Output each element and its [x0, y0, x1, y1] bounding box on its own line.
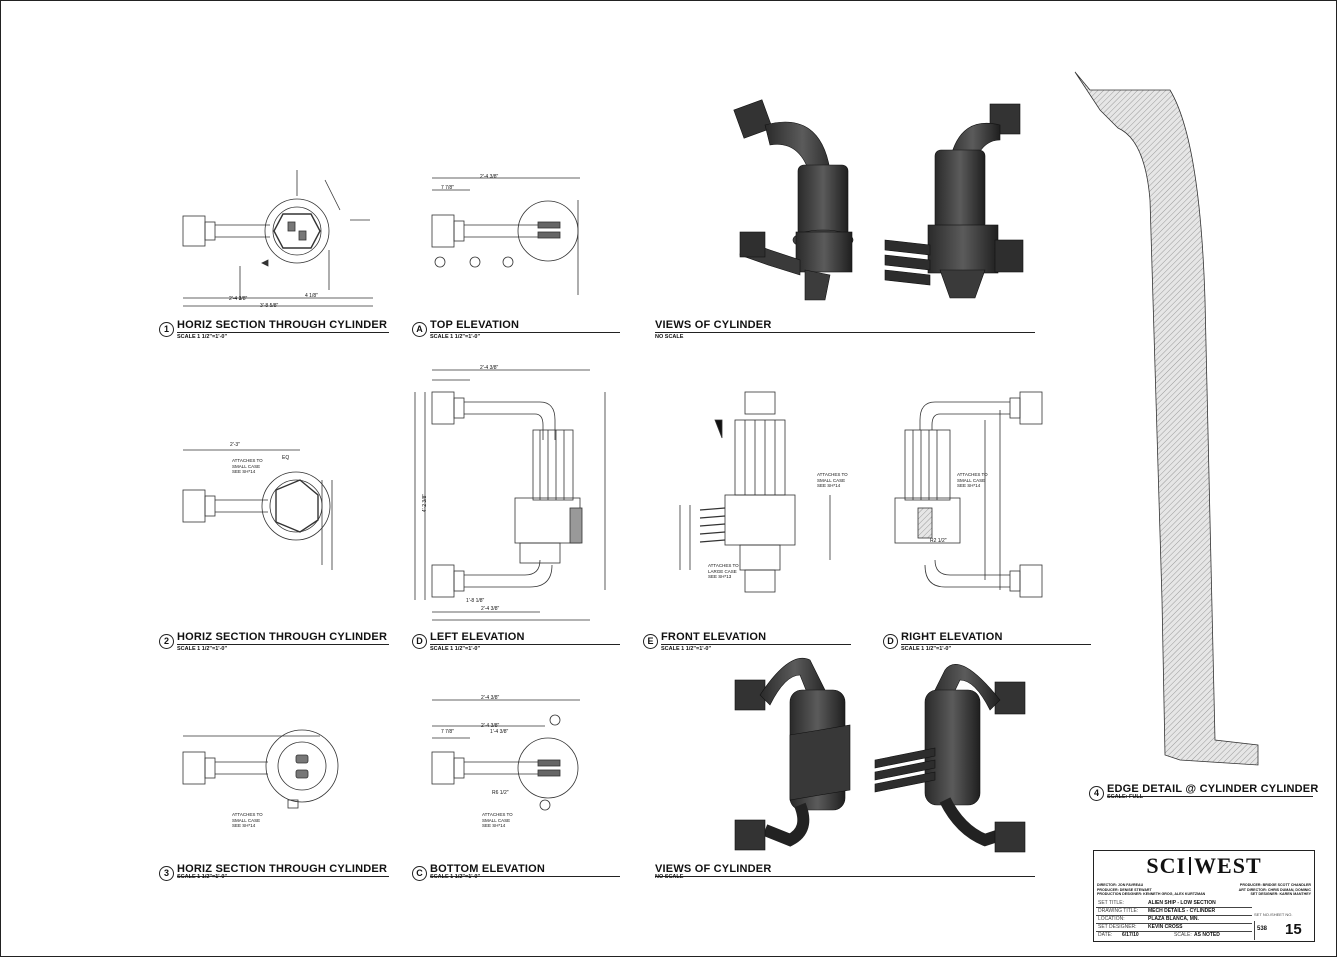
tb-row-drawing-title: DRAWING TITLE:MECH DETAILS - CYLINDER: [1096, 907, 1252, 916]
set-no-label: SET NO./SHEET NO.: [1254, 912, 1293, 917]
detail-title: HORIZ SECTION THROUGH CYLINDER: [177, 631, 388, 643]
detail-number: D: [412, 634, 427, 649]
detail-scale: NO SCALE: [655, 874, 684, 880]
note-attaches-small-case-2: ATTACHES TO SMALL CASE SEE SH*14: [232, 458, 263, 474]
detail-number: 4: [1089, 786, 1104, 801]
detail-title: RIGHT ELEVATION: [901, 631, 1003, 643]
detail-D-right-drawing: [894, 391, 1043, 598]
tb-row-set-designer: SET DESIGNER:KEVIN CROSS: [1096, 923, 1252, 932]
detail-title: HORIZ SECTION THROUGH CYLINDER: [177, 319, 388, 331]
dim-text: 1'-8 1/8": [466, 598, 485, 604]
detail-E-front-drawing: [679, 391, 831, 593]
iso-views-top: [733, 99, 1024, 301]
detail-scale: SCALE 1 1/2"=1'-0": [177, 874, 228, 880]
detail-number: 3: [159, 866, 174, 881]
iso-views-bottom: [734, 657, 1026, 853]
detail-scale: SCALE 1 1/2"=1'-0": [661, 646, 712, 652]
credits-left: DIRECTOR: JON FAVREAU PRODUCER: DENISE S…: [1097, 883, 1206, 897]
tb-row-date: DATE:6/17/10 SCALE:AS NOTED: [1098, 932, 1220, 938]
detail-C-drawing: [431, 699, 580, 811]
detail-title: HORIZ SECTION THROUGH CYLINDER: [177, 863, 388, 875]
detail-title: VIEWS OF CYLINDER: [655, 863, 772, 875]
detail-title: TOP ELEVATION: [430, 319, 520, 331]
set-number: 538: [1257, 926, 1268, 932]
detail-4-drawing: [1074, 71, 1259, 766]
detail-title: EDGE DETAIL @ CYLINDER CYLINDER: [1107, 783, 1319, 795]
note-attaches-small-case-E: ATTACHES TO SMALL CASE SEE SH*14: [817, 472, 848, 488]
detail-scale: SCALE 1 1/2"=1'-0": [177, 334, 228, 340]
dim-text: 2'-4 3/8": [480, 174, 499, 180]
detail-scale: SCALE 1 1/2"=1'-0": [430, 874, 481, 880]
dim-text: 2'-4 3/8": [229, 296, 248, 302]
detail-number: E: [643, 634, 658, 649]
detail-3-drawing: [182, 729, 339, 809]
detail-number: A: [412, 322, 427, 337]
detail-scale: SCALE 1 1/2"=1'-0": [430, 646, 481, 652]
detail-number: 2: [159, 634, 174, 649]
tb-row-set-title: SET TITLE:ALIEN SHIP - LOW SECTION: [1096, 899, 1252, 908]
dim-text: 4'-2 3/8": [422, 493, 429, 513]
credits-right: PRODUCER: BRIDGE SCOTT CHANDLER ART DIRE…: [1238, 883, 1311, 897]
detail-title: BOTTOM ELEVATION: [430, 863, 546, 875]
detail-title: FRONT ELEVATION: [661, 631, 767, 643]
note-attaches-small-case-3: ATTACHES TO SMALL CASE SEE SH*14: [232, 812, 263, 828]
dim-text: 2'-4 3/8": [480, 365, 499, 371]
dim-text: 2'-3": [230, 442, 240, 448]
detail-1-drawing: [182, 170, 373, 307]
detail-title: VIEWS OF CYLINDER: [655, 319, 772, 331]
detail-D-left-drawing: [414, 369, 606, 621]
dim-text: 7 7/8": [441, 729, 454, 735]
detail-scale: SCALE 1 1/2"=1'-0": [430, 334, 481, 340]
dim-text: R2 1/2": [930, 538, 947, 544]
dim-text: R6 1/2": [492, 790, 509, 796]
detail-scale: SCALE 1 1/2"=1'-0": [177, 646, 228, 652]
dim-text: 2'-4 3/8": [481, 606, 500, 612]
detail-scale: NO SCALE: [655, 334, 684, 340]
detail-number: 1: [159, 322, 174, 337]
note-attaches-large-case: ATTACHES TO LARGE CASE SEE SH*13: [708, 563, 739, 579]
sheet-number-box: 538 15: [1254, 921, 1313, 940]
note-attaches-small-case-D: ATTACHES TO SMALL CASE SEE SH*14: [957, 472, 988, 488]
dim-text: 3'-8 5/8": [260, 303, 279, 309]
detail-number: C: [412, 866, 427, 881]
detail-number: D: [883, 634, 898, 649]
detail-A-drawing: [431, 177, 580, 295]
detail-title: LEFT ELEVATION: [430, 631, 525, 643]
detail-scale: SCALE 1 1/2"=1'-0": [901, 646, 952, 652]
dim-text: 1'-4 3/8": [490, 729, 509, 735]
note-attaches-small-case-C: ATTACHES TO SMALL CASE SEE SH*14: [482, 812, 513, 828]
dim-text: EQ: [282, 455, 290, 461]
tb-row-location: LOCATION:PLAZA BLANCA, MN.: [1096, 915, 1252, 924]
detail-scale: SCALE: FULL: [1107, 794, 1144, 800]
detail-2-drawing: [182, 449, 333, 570]
dim-text: 2'-4 3/8": [481, 723, 500, 729]
dim-text: 7 7/8": [441, 185, 454, 191]
sheet-number: 15: [1285, 921, 1302, 938]
dim-text: 2'-4 3/8": [481, 695, 500, 701]
dim-text: 4 1/8": [305, 293, 318, 299]
